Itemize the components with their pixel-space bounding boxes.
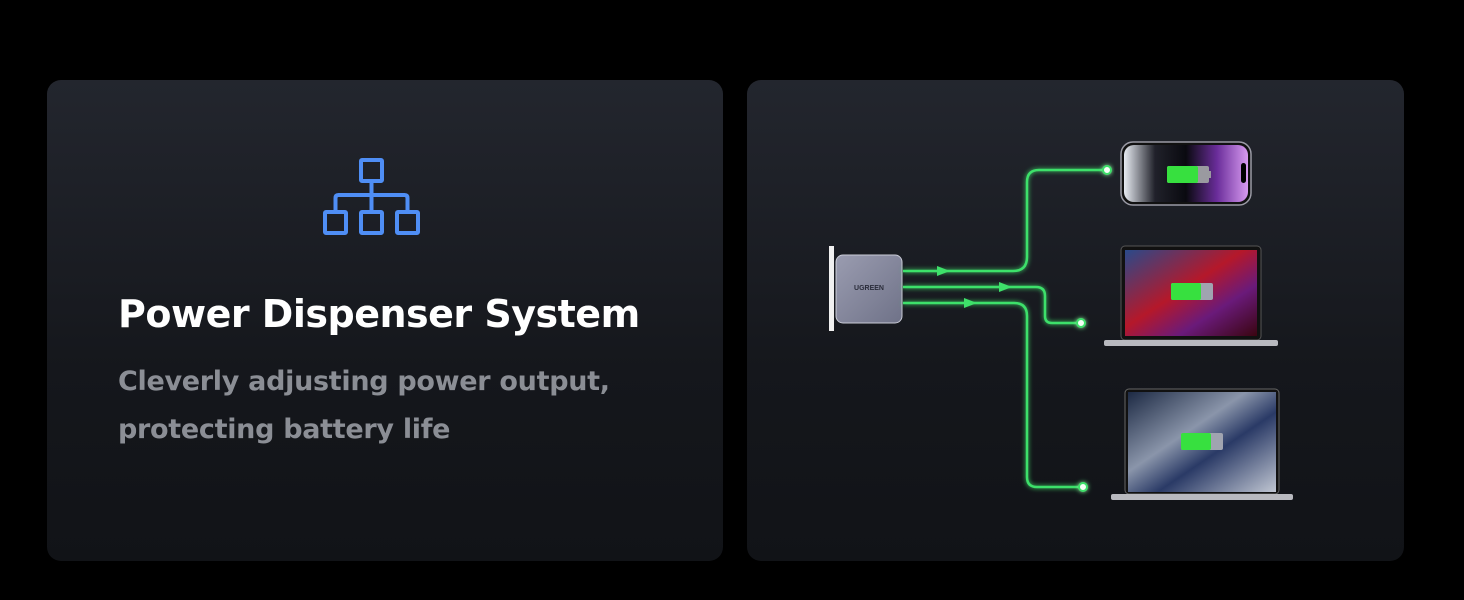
hierarchy-network-icon — [323, 158, 420, 235]
device-phone — [1120, 141, 1252, 206]
charger: UGREEN — [835, 254, 903, 324]
feature-subtitle-line-2: protecting battery life — [118, 414, 451, 445]
battery-icon — [1171, 283, 1213, 300]
device-laptop — [1111, 388, 1293, 500]
battery-icon — [1181, 433, 1223, 450]
device-laptop — [1104, 245, 1278, 346]
endpoint-dots — [1076, 165, 1112, 492]
feature-card: Power Dispenser System Cleverly adjustin… — [47, 80, 723, 561]
feature-title: Power Dispenser System — [118, 292, 640, 336]
charger-brand: UGREEN — [854, 285, 884, 292]
battery-icon — [1167, 166, 1211, 183]
wall-outlet — [829, 246, 834, 331]
feature-subtitle-line-1: Cleverly adjusting power output, — [118, 366, 610, 397]
power-lines — [903, 168, 1107, 489]
flow-arrows — [937, 266, 1012, 308]
